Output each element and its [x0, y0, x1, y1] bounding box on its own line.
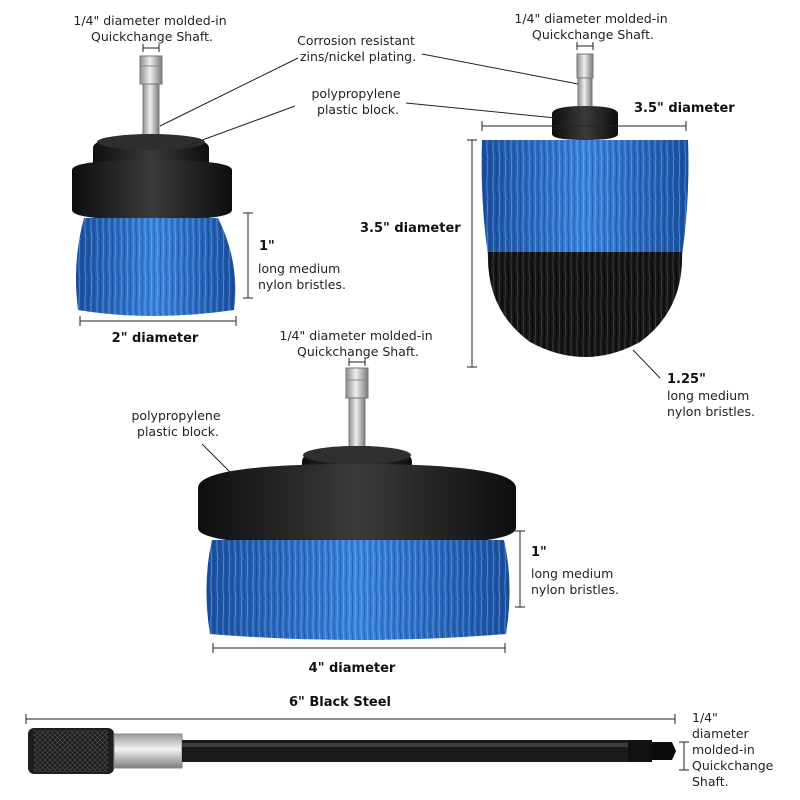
label-corner-bristle: long medium nylon bristles. — [667, 388, 755, 419]
leader-4in-block — [201, 443, 235, 477]
dim-extension-shaft — [679, 741, 689, 771]
quick-release-chuck — [28, 728, 183, 774]
brush-4in: 1/4" diameter molded-in Quickchange Shaf… — [132, 328, 619, 676]
brush-corner: 1/4" diameter molded-in Quickchange Shaf… — [159, 11, 755, 419]
label-2in-shaft: 1/4" diameter molded-in Quickchange Shaf… — [73, 13, 230, 44]
leader-plating-shaft — [159, 57, 299, 127]
label-2in-diameter: 2" diameter — [112, 331, 199, 346]
plastic-block-4in — [198, 446, 516, 546]
dim-corner-height — [467, 139, 477, 368]
label-extension-length: 6" Black Steel — [289, 695, 391, 710]
extension-bar: 6" Black Steel 1/4" diameter molded-in — [25, 695, 777, 789]
label-corner-width: 3.5" diameter — [634, 101, 735, 116]
black-steel-bar — [182, 740, 676, 762]
value-corner-bristle: 1.25" — [667, 372, 706, 387]
brush-2in: 1/4" diameter molded-in Quickchange Shaf… — [72, 13, 405, 346]
dim-2in-shaft — [142, 44, 160, 52]
plastic-block-2in — [72, 134, 232, 220]
bristles-2in — [76, 218, 236, 316]
label-4in-diameter: 4" diameter — [309, 661, 396, 676]
leader-corner-plating — [421, 53, 579, 85]
leader-corner-block — [405, 102, 557, 119]
label-4in-shaft: 1/4" diameter molded-in Quickchange Shaf… — [279, 328, 436, 359]
dim-4in-diameter — [212, 643, 506, 653]
hex-shaft-corner — [576, 53, 594, 111]
dim-corner-width — [481, 121, 687, 131]
bristles-4in — [206, 540, 510, 640]
plastic-block-corner — [552, 106, 618, 140]
dim-extension-length — [25, 714, 676, 724]
dim-2in-bristle — [243, 212, 253, 299]
label-4in-bristle: long medium nylon bristles. — [531, 566, 619, 597]
leader-corner-bristle — [632, 349, 661, 379]
value-4in-bristle: 1" — [531, 545, 547, 560]
dim-corner-shaft — [576, 42, 594, 50]
hex-shaft-2in — [139, 55, 163, 145]
label-corner-shaft: 1/4" diameter molded-in Quickchange Shaf… — [514, 11, 671, 42]
dim-4in-bristle — [515, 530, 525, 608]
label-extension-shaft: 1/4" diameter molded-in Quickchange Shaf… — [692, 710, 777, 789]
label-corner-height: 3.5" diameter — [360, 221, 461, 236]
dim-4in-shaft — [348, 358, 366, 366]
dim-2in-diameter — [79, 316, 237, 326]
leader-2in-block — [185, 105, 296, 147]
label-4in-block: polypropylene plastic block. — [132, 408, 225, 439]
label-corner-plating: Corrosion resistant zins/nickel plating. — [297, 33, 419, 64]
label-2in-bristle: long medium nylon bristles. — [258, 261, 346, 292]
bristles-corner — [481, 140, 689, 357]
label-2in-block: polypropylene plastic block. — [312, 86, 405, 117]
value-2in-bristle: 1" — [259, 239, 275, 254]
hex-shaft-4in — [345, 367, 369, 457]
